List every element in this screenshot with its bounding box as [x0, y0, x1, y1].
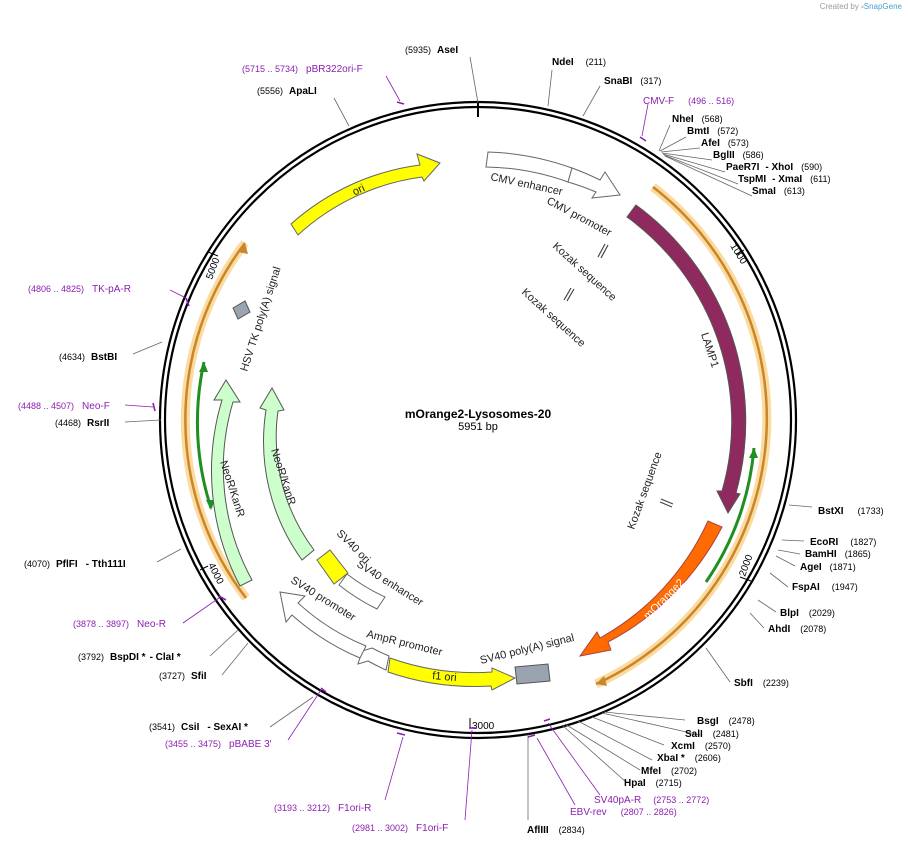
site-blpI: BlpI(2029) [780, 608, 835, 619]
site-bsgI: BsgI(2478) [697, 716, 755, 727]
tick-5000 [207, 251, 219, 257]
site-bamHI: BamHI(1865) [805, 549, 871, 560]
site-csiI-sexAI: (3541)CsiI- SexAI * [149, 722, 248, 733]
site-bglII: BglII(586) [713, 150, 764, 161]
cmv-promoter-label: CMV promoter [545, 195, 614, 239]
morange2-label: mOrange2 [642, 577, 687, 622]
site-apaLI: (5556)ApaLI [257, 86, 317, 97]
site-aflIII: AflIII(2834) [527, 825, 585, 836]
site-ahdI: AhdI(2078) [768, 624, 826, 635]
orf-neor-outer [180, 240, 250, 601]
tick-label-1000: 1000 [727, 242, 748, 267]
snapgene-brand-text: SnapGene [863, 2, 902, 11]
site-xbaI: XbaI *(2606) [657, 753, 721, 764]
kozak-label-2: Kozak sequence [519, 286, 587, 349]
orf-green-left [195, 361, 215, 510]
site-snabI: SnaBI(317) [604, 76, 661, 87]
tick-4000 [199, 565, 209, 571]
primer-cmv-f: CMV-F(496 .. 516) [643, 96, 734, 107]
sv40-polya-label: SV40 poly(A) signal [479, 632, 576, 667]
site-xcmI: XcmI(2570) [671, 741, 731, 752]
site-ecoRI: EcoRI(1827) [810, 537, 876, 548]
site-ageI: AgeI(1871) [800, 562, 856, 573]
cmv-promoter-arrow [567, 167, 621, 199]
site-afeI: AfeI(573) [701, 138, 749, 149]
sv40-promoter-arrow [279, 591, 367, 659]
kozak-label-3: Kozak sequence [626, 450, 665, 531]
neor-outer-arrow [211, 379, 253, 587]
site-sbfI: SbfI(2239) [734, 678, 789, 689]
ori-arrow [290, 153, 441, 236]
kozak-label-1: Kozak sequence [550, 240, 618, 303]
tick-label-3000: 3000 [472, 721, 495, 732]
site-aseI: (5935)AseI [405, 45, 458, 56]
site-fspAI: FspAI(1947) [792, 582, 858, 593]
site-salI: SalI(2481) [685, 729, 739, 740]
primer-neo-r: (3878 .. 3897)Neo-R [73, 619, 166, 630]
f1-ori-label: f1 ori [432, 670, 457, 684]
hsv-tk-label: HSV TK poly(A) signal [238, 265, 283, 373]
sv40-enhancer-box [338, 573, 386, 610]
site-sfiI: (3727)SfiI [159, 671, 207, 682]
primer-leaders [124, 75, 649, 821]
ampr-promoter-arrow [357, 647, 390, 671]
f1-ori-arrow [387, 657, 517, 691]
tick-1000 [735, 249, 745, 256]
site-bstXI: BstXI(1733) [818, 506, 884, 517]
created-by-text: Created by [819, 2, 859, 11]
site-tspMI-xmaI: TspMI- XmaI(611) [738, 174, 831, 185]
orf-green-right [704, 447, 758, 583]
snapgene-branding: Created by ⸗SnapGene [820, 2, 902, 11]
tick-label-2000: 2000 [737, 553, 755, 578]
plasmid-length: 5951 bp [458, 421, 498, 433]
snapgene-logo-icon: ⸗ [861, 2, 864, 11]
primer-f1ori-r: (3193 .. 3212)F1ori-R [274, 803, 371, 814]
kozak-marks [563, 243, 674, 508]
primer-sv40pa-r: SV40pA-R(2753 .. 2772) [594, 795, 709, 806]
sv40-ori-box [316, 549, 349, 585]
ori-label: ori [351, 182, 367, 198]
site-rsrII: (4468)RsrII [55, 418, 109, 429]
primer-tk-pa-r: (4806 .. 4825)TK-pA-R [28, 284, 131, 295]
sv40-polya-box [514, 663, 551, 685]
site-bstBI: (4634)BstBI [59, 352, 117, 363]
sv40-ori-label: SV40 ori [334, 528, 372, 566]
site-leaders [124, 56, 813, 820]
primer-pbr322ori-f: (5715 .. 5734)pBR322ori-F [242, 64, 363, 75]
site-hpaI: HpaI(2715) [624, 778, 682, 789]
site-bspDI-claI: (3792)BspDI *- ClaI * [78, 652, 181, 663]
primer-pbabe-3: (3455 .. 3475)pBABE 3' [165, 739, 272, 750]
primer-ebv-rev: EBV-rev(2807 .. 2826) [570, 807, 677, 818]
orf-lamp1-morange2 [594, 183, 772, 689]
primer-f1ori-f: (2981 .. 3002)F1ori-F [352, 823, 448, 834]
site-paeR7I-xhoI: PaeR7I- XhoI(590) [726, 162, 822, 173]
morange2-arrow [578, 520, 723, 657]
tick-2000 [739, 576, 752, 582]
hsv-tk-polya-box [232, 300, 251, 320]
site-mfeI: MfeI(2702) [641, 766, 697, 777]
neor-inner-arrow [259, 386, 315, 561]
site-nheI: NheI(568) [672, 114, 723, 125]
lamp1-arrow [626, 204, 747, 515]
primer-marks [152, 101, 647, 738]
site-bmtI: BmtI(572) [687, 126, 738, 137]
site-smaI: SmaI(613) [752, 186, 805, 197]
site-pflFI-tth111I: (4070)PflFI- Tth111I [24, 559, 126, 570]
site-ndeI: NdeI(211) [552, 57, 606, 68]
plasmid-name: mOrange2-Lysosomes-20 [405, 407, 552, 421]
primer-neo-f: (4488 .. 4507)Neo-F [18, 401, 110, 412]
